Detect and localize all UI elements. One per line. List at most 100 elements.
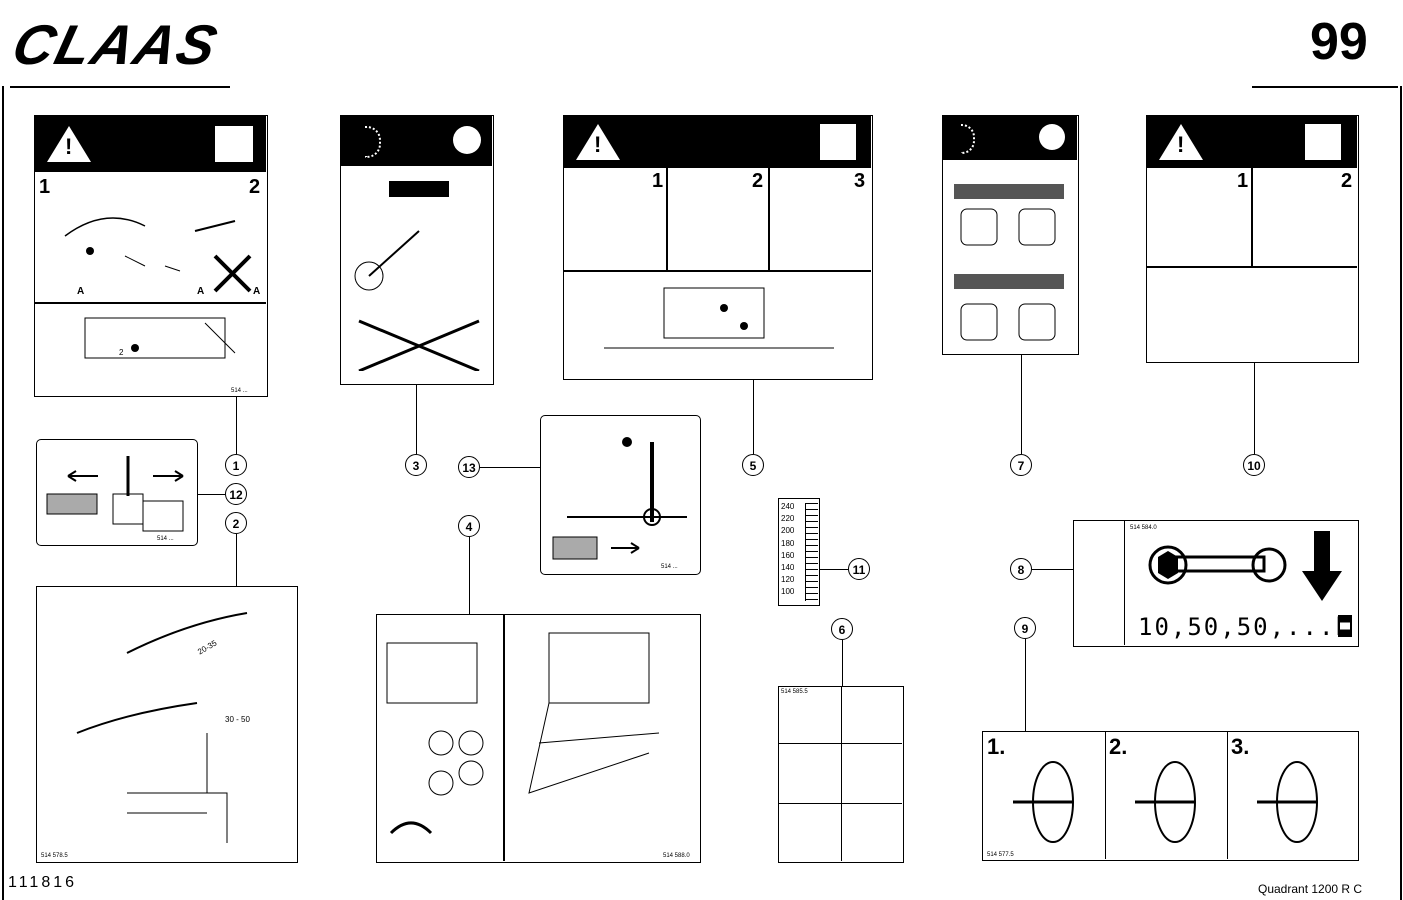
wrench-icon <box>1144 535 1294 595</box>
part-code: 514 ... <box>661 564 678 570</box>
scale-ticks <box>805 503 818 601</box>
page-border-right <box>1400 86 1402 900</box>
divider-v <box>1124 521 1125 645</box>
baler-sketch <box>55 308 255 378</box>
decal-panel-5: ! 1 2 3 <box>563 115 873 380</box>
callout-9: 9 <box>1014 617 1036 639</box>
scale-240: 240 <box>781 502 795 511</box>
claas-logo: CLAAS <box>6 14 232 77</box>
scale-200: 200 <box>781 526 795 536</box>
divider-v2 <box>1227 732 1228 859</box>
callout-13: 13 <box>458 456 480 478</box>
model-name: Quadrant 1200 R C <box>1258 882 1363 896</box>
leader-13 <box>480 467 540 468</box>
lever-sketch <box>45 196 255 296</box>
warning-triangle-icon: ! <box>576 124 620 160</box>
flywheel-sketch-2 <box>1115 752 1219 852</box>
step-3: 3 <box>854 170 866 192</box>
lever-direction-sketch <box>43 446 193 536</box>
leader-12 <box>198 494 225 495</box>
step-3: 3. <box>1231 734 1250 759</box>
part-code: 514 585.5 <box>781 689 808 695</box>
threading-sketch <box>509 623 695 853</box>
divider-v1 <box>666 168 668 270</box>
label-a-1: A <box>77 286 85 297</box>
document-id: 111816 <box>8 874 78 891</box>
leader-9 <box>1025 639 1026 731</box>
panel-divider <box>35 302 266 304</box>
baler-position-sketch <box>949 164 1073 350</box>
leader-7 <box>1021 355 1022 454</box>
part-code: 514 584.0 <box>1130 525 1157 531</box>
callout-1: 1 <box>225 454 247 476</box>
decal-panel-2: 20-35 30 - 50 514 578.5 <box>36 586 298 863</box>
leader-10 <box>1254 363 1255 454</box>
hourglass-icon <box>1338 615 1352 637</box>
arrow-down-icon <box>1302 531 1342 601</box>
callout-3: 3 <box>405 454 427 476</box>
decal-panel-4: 514 588.0 <box>376 614 701 863</box>
scale-120: 120 <box>781 575 795 585</box>
read-manual-icon <box>1305 124 1341 160</box>
pressure-scale: 240 220 200 180 160 140 120 100 <box>781 501 794 599</box>
part-code: 514 ... <box>157 536 174 542</box>
step-1: 1 <box>39 176 51 198</box>
divider-h1 <box>779 743 902 744</box>
pickup-tine-sketch <box>47 593 287 853</box>
warning-bar: ! <box>1147 116 1357 168</box>
callout-6: 6 <box>831 618 853 640</box>
marker-2: 2 <box>119 348 124 357</box>
callout-10: 10 <box>1243 454 1265 476</box>
leader-5 <box>753 380 754 454</box>
scale-180: 180 <box>781 538 795 548</box>
callout-8: 8 <box>1010 558 1032 580</box>
step-2: 2 <box>752 170 764 192</box>
leader-11 <box>820 569 848 570</box>
decal-panel-8: 514 584.0 10,50,50,...h <box>1073 520 1359 647</box>
part-code: 514 588.0 <box>663 853 690 859</box>
decal-panel-9: 1. 2. 3. 514 577.5 <box>982 731 1359 861</box>
page-number: 99 <box>1310 13 1368 71</box>
divider-v <box>841 687 842 861</box>
service-interval: 10,50,50,...h <box>1138 613 1352 641</box>
leader-3 <box>416 385 417 454</box>
decal-panel-7 <box>942 115 1079 355</box>
step-1: 1 <box>652 170 664 192</box>
bolt-sketch <box>349 171 489 373</box>
light-icon <box>365 126 381 158</box>
leader-2 <box>236 534 237 586</box>
brand-text: CLAAS <box>10 15 225 72</box>
valve-lever-sketch <box>547 422 697 572</box>
header-bar <box>943 116 1077 160</box>
warning-triangle-icon: ! <box>1159 124 1203 160</box>
leader-8 <box>1032 569 1073 570</box>
warning-bar: ! <box>35 116 266 172</box>
step-2: 2 <box>249 176 261 198</box>
header-rule-right <box>1252 86 1398 88</box>
leader-1 <box>236 397 237 454</box>
callout-11: 11 <box>848 558 870 580</box>
leader-4 <box>469 537 470 614</box>
decal-panel-12: 514 ... <box>36 439 198 546</box>
divider-h <box>564 270 871 272</box>
part-code: 514 ... <box>231 388 248 394</box>
divider-v <box>1251 168 1253 266</box>
callout-12: 12 <box>225 483 247 505</box>
decal-panel-13: 514 ... <box>540 415 701 575</box>
label-a-3: A <box>253 286 261 297</box>
callout-5: 5 <box>742 454 764 476</box>
flywheel-sketch-1 <box>993 752 1097 852</box>
read-manual-icon <box>215 126 253 162</box>
flash-icon <box>1039 124 1065 150</box>
part-code: 514 578.5 <box>41 853 68 859</box>
step-2: 2. <box>1109 734 1128 759</box>
scale-100: 100 <box>781 587 795 597</box>
step-2: 2 <box>1341 170 1353 192</box>
callout-4: 4 <box>458 515 480 537</box>
decal-panel-3 <box>340 115 494 385</box>
scale-160: 160 <box>781 550 795 560</box>
read-manual-icon <box>820 124 856 160</box>
decal-panel-1: ! 1 2 A A A 2 514 ... <box>34 115 268 397</box>
warning-triangle-icon: ! <box>47 126 91 162</box>
page-border-left <box>2 86 4 900</box>
